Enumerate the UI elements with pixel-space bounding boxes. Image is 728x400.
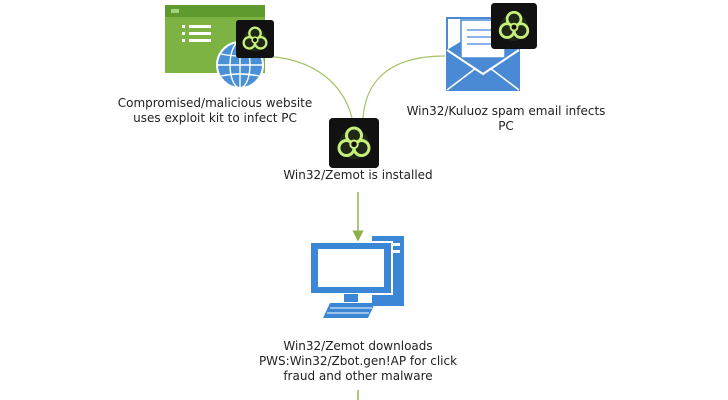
- connector-email-to-zemot: [362, 55, 446, 119]
- email-caption: Win32/Kuluoz spam email infects PC: [393, 104, 619, 134]
- desktop-computer-icon: [309, 236, 404, 318]
- caption-line: PC: [498, 119, 514, 133]
- caption-line: PWS:Win32/Zbot.gen!AP for click: [258, 354, 458, 368]
- caption-line: fraud and other malware: [283, 369, 433, 383]
- biohazard-icon: [491, 3, 537, 49]
- website-caption: Compromised/malicious website uses explo…: [100, 96, 330, 126]
- download-caption: Win32/Zemot downloads PWS:Win32/Zbot.gen…: [243, 339, 473, 384]
- caption-line: Win32/Zemot downloads: [283, 339, 433, 353]
- caption-line: Compromised/malicious website: [117, 96, 313, 110]
- biohazard-icon: [236, 20, 274, 58]
- connector-website-to-zemot: [256, 55, 353, 119]
- caption-line: Win32/Kuluoz spam email infects: [406, 104, 606, 118]
- caption-line: uses exploit kit to infect PC: [133, 111, 297, 125]
- biohazard-icon: [329, 118, 379, 168]
- caption-line: Win32/Zemot is installed: [283, 168, 433, 182]
- zemot-caption: Win32/Zemot is installed: [248, 168, 468, 183]
